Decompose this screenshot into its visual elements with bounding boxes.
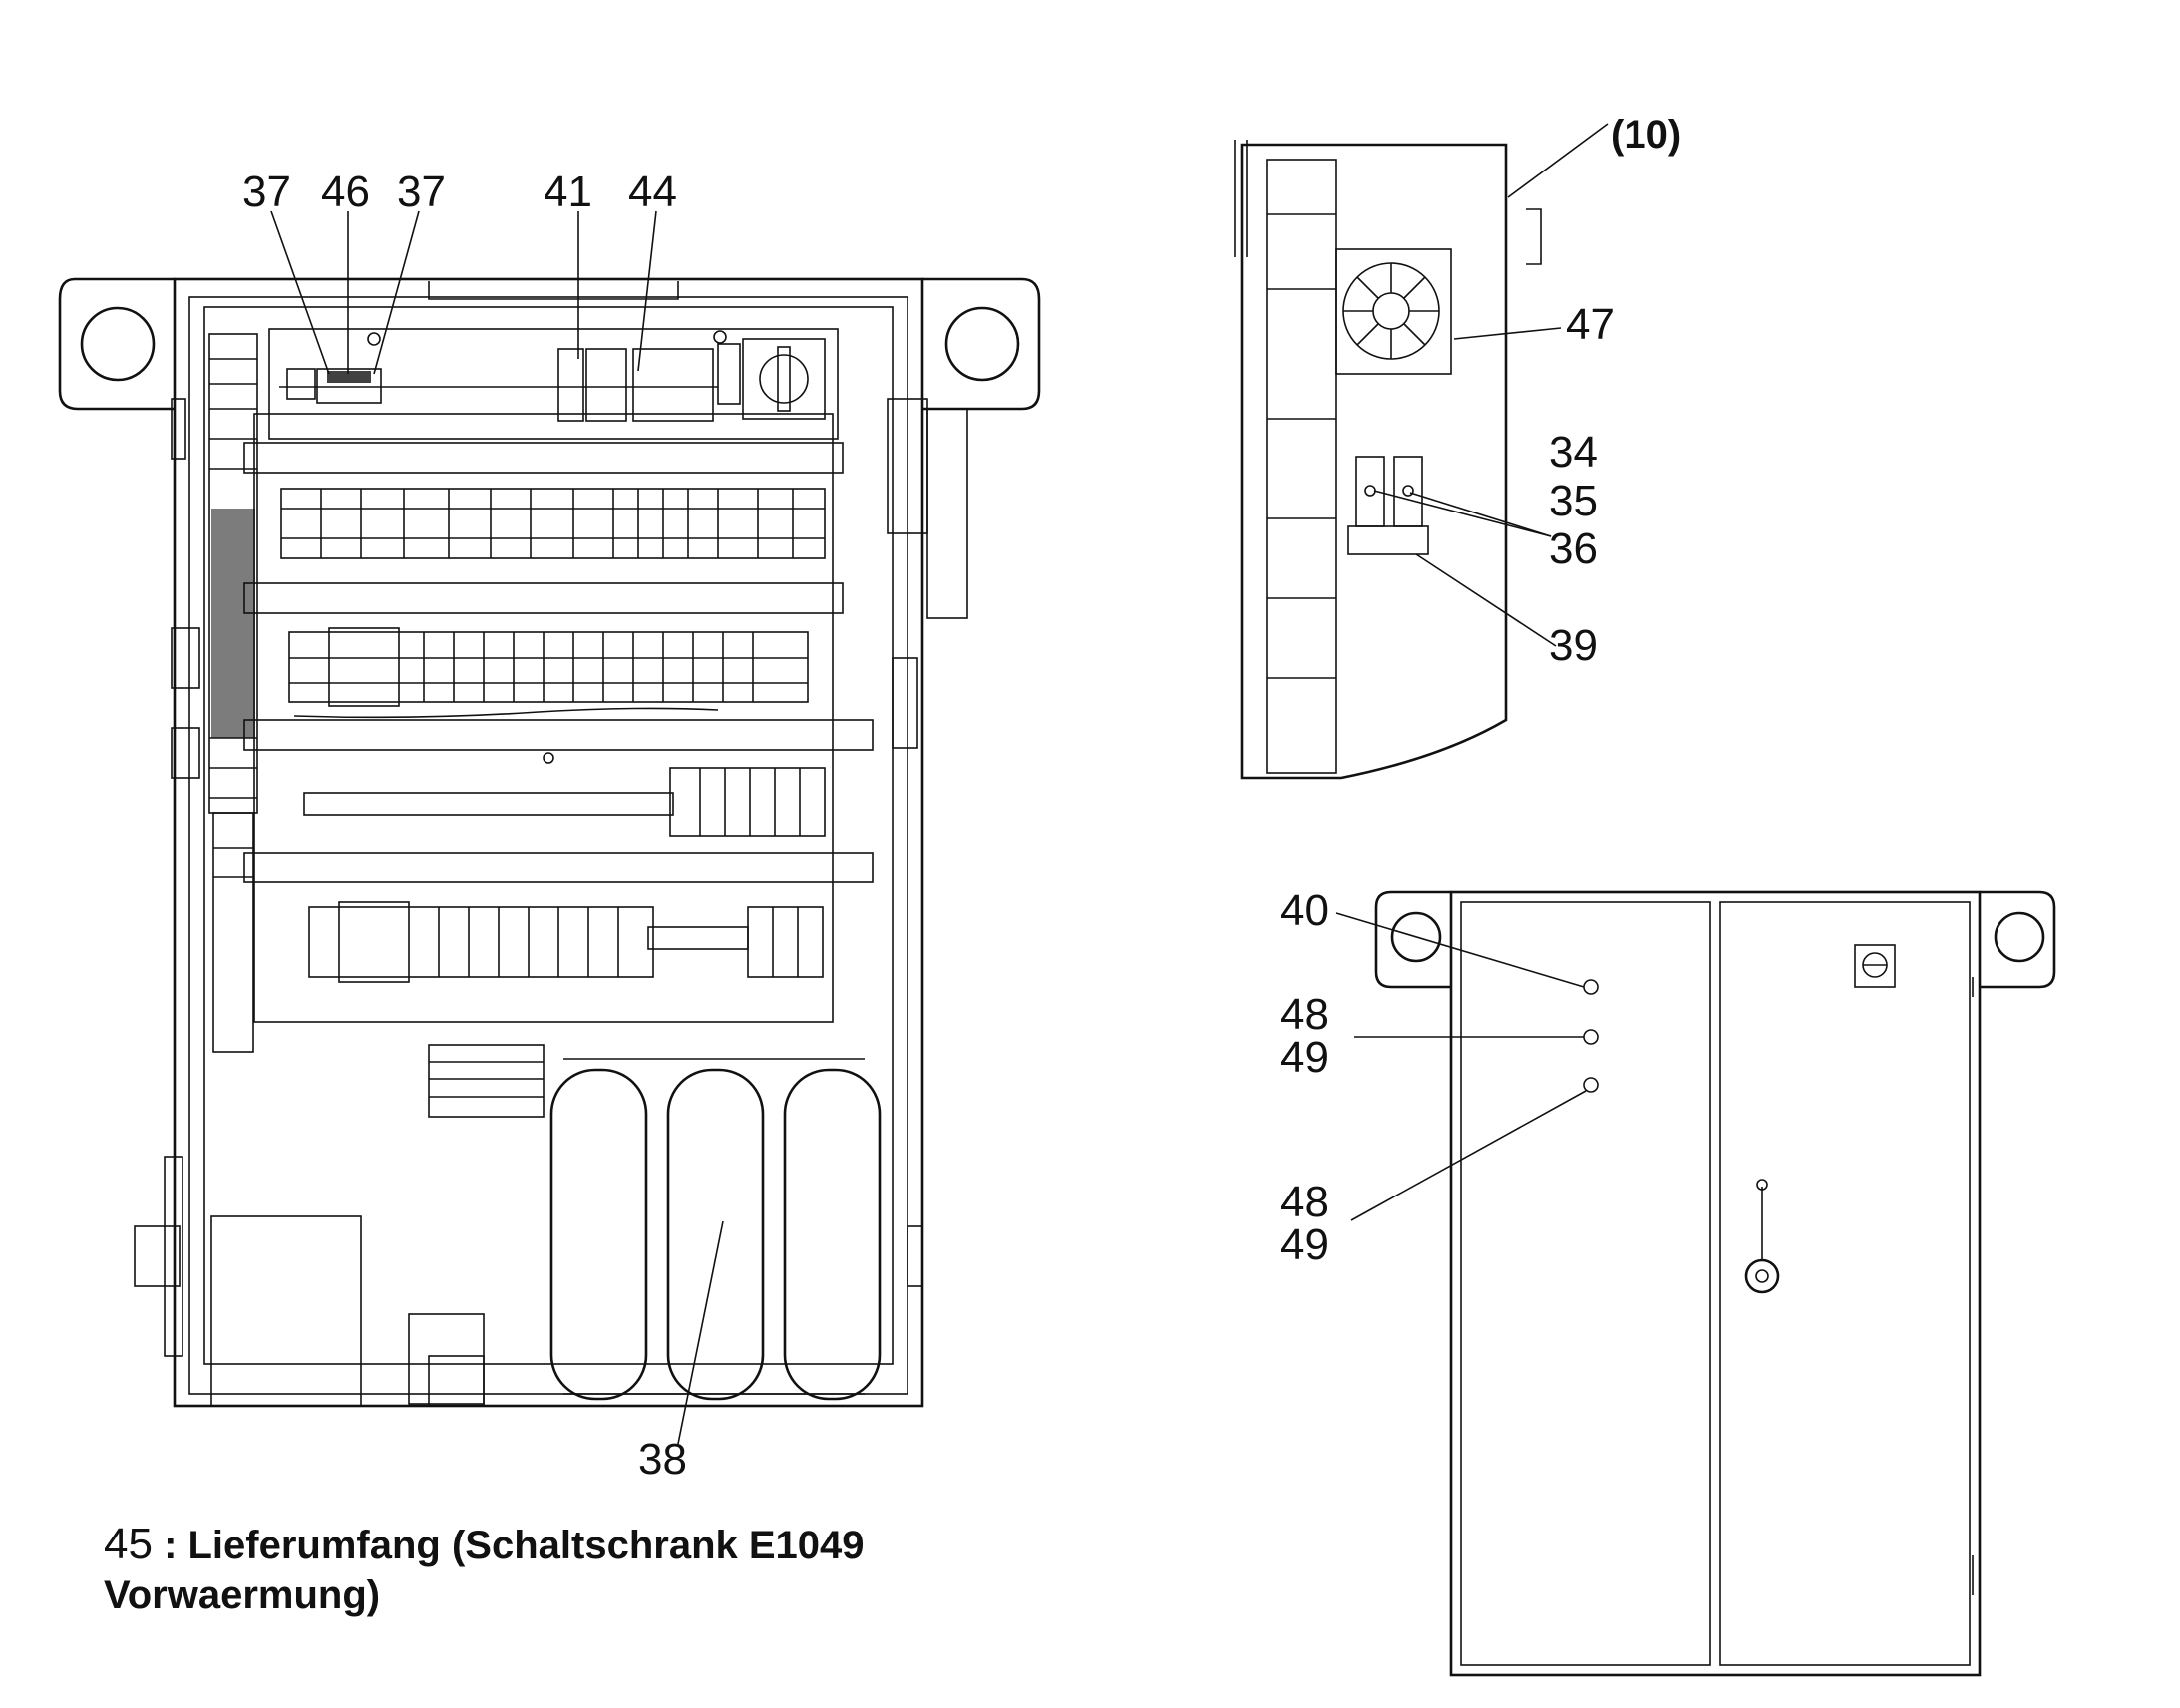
callouts: 37 46 37 41 44 38 (10) 47 34 35 36 39 40… xyxy=(242,113,1681,1484)
cabinet-interior-view xyxy=(58,277,1041,1408)
callout-35: 35 xyxy=(1549,477,1598,525)
cabinet-side-view xyxy=(1234,140,1542,780)
main-switch-icon xyxy=(742,338,826,420)
callout-41: 41 xyxy=(544,168,592,216)
callout-34: 34 xyxy=(1549,428,1598,477)
callout-48-upper: 48 xyxy=(1280,990,1329,1039)
caption-number: 45 xyxy=(104,1520,153,1568)
callout-10: (10) xyxy=(1611,113,1681,157)
callout-40: 40 xyxy=(1280,886,1329,935)
caption-text-2: Vorwaermung) xyxy=(104,1573,381,1617)
caption-text-1: Lieferumfang (Schaltschrank E1049 xyxy=(187,1524,865,1567)
callout-48-lower: 48 xyxy=(1280,1178,1329,1226)
cabinet-front-view xyxy=(1374,890,2056,1677)
main-switch-icon xyxy=(1854,944,1896,988)
callout-47: 47 xyxy=(1566,300,1615,349)
caption-separator: : xyxy=(152,1524,188,1567)
callout-38: 38 xyxy=(638,1435,687,1484)
caption-line-1: 45 : Lieferumfang (Schaltschrank E1049 xyxy=(104,1520,865,1570)
callout-37-right: 37 xyxy=(397,168,446,216)
callout-49-upper: 49 xyxy=(1280,1033,1329,1082)
callout-36: 36 xyxy=(1549,524,1598,573)
leader-lines xyxy=(270,123,1609,1445)
callout-37-left: 37 xyxy=(242,168,291,216)
callout-39: 39 xyxy=(1549,621,1598,670)
figure-caption: 45 : Lieferumfang (Schaltschrank E1049 V… xyxy=(104,1520,865,1620)
callout-49-lower: 49 xyxy=(1280,1220,1329,1269)
callout-46: 46 xyxy=(321,168,370,216)
callout-44: 44 xyxy=(628,168,677,216)
